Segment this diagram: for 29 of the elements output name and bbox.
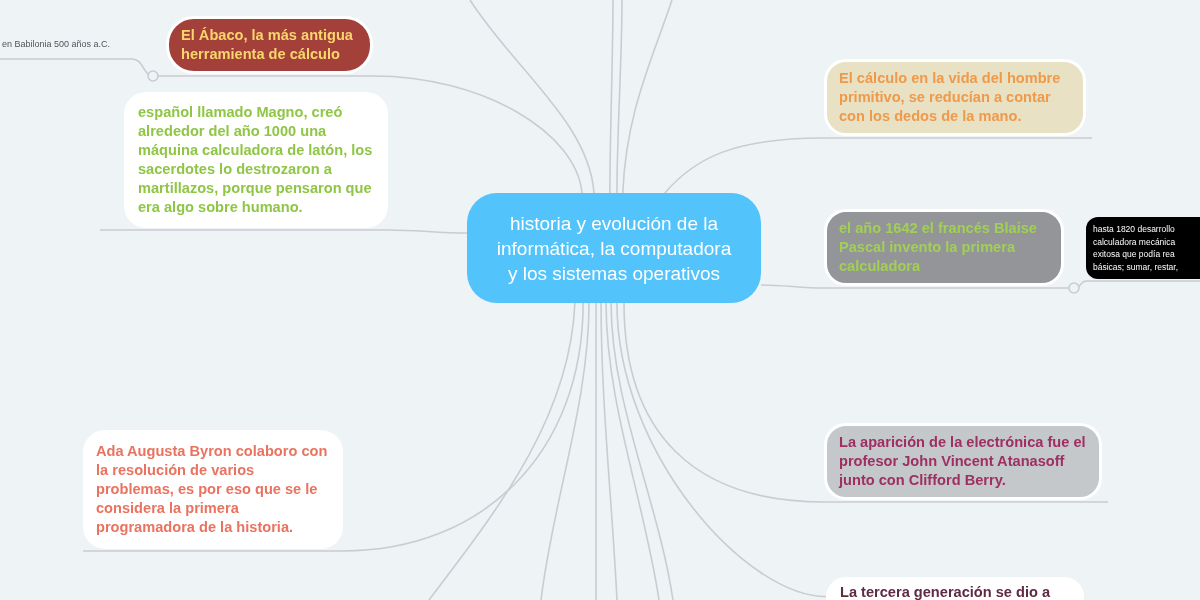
- connector-line: [664, 137, 825, 194]
- connector-line: [622, 0, 673, 194]
- central-topic: historia y evolución de la informática, la computadora y los sistemas operativos: [467, 193, 761, 303]
- connector-line: [342, 302, 584, 552]
- topic-card: el año 1642 el francés Blaise Pascal invento la primera calculadora: [824, 209, 1064, 286]
- topic-card: La aparición de la electrónica fue el profesor John Vincent Atanasoff junto con Clifford Berry.: [824, 423, 1102, 500]
- connector-line: [616, 302, 827, 598]
- connector-line: [760, 284, 825, 289]
- topic-card: El Ábaco, la más antigua herramienta de cálculo: [166, 16, 373, 74]
- connector-line: [540, 302, 590, 600]
- connector-line: [600, 302, 618, 600]
- connector-line: [428, 302, 576, 600]
- connector-line: [605, 302, 660, 600]
- connector-line: [609, 0, 614, 194]
- connector-line: [131, 58, 167, 77]
- topic-card: español llamado Magno, creó alrededor del año 1000 una máquina calculadora de latón, los sacerdotes lo destrozaron a martillazos, porque pensaron que era algo sobre humano.: [124, 92, 388, 228]
- connector-line: [616, 0, 623, 194]
- topic-label: en Babilonia 500 años a.C.: [0, 38, 132, 59]
- topic-card: hasta 1820 desarrollo calculadora mecánica exitosa que podía rea básicas; sumar, restar,: [1086, 217, 1200, 279]
- topic-card: La tercera generación se dio a: [826, 577, 1084, 600]
- connector-line: [623, 302, 825, 503]
- connector-line: [387, 229, 468, 234]
- topic-card: Ada Augusta Byron colaboro con la resolución de varios problemas, es por eso que se le considera la primera programadora de la historia.: [83, 430, 343, 549]
- connector-line: [372, 75, 583, 194]
- connector-line: [1063, 280, 1087, 289]
- connector-line: [610, 302, 674, 600]
- connector-line: [595, 302, 597, 600]
- connector-line: [469, 0, 595, 194]
- topic-card: El cálculo en la vida del hombre primitivo, se reducían a contar con los dedos de la mano.: [824, 59, 1086, 136]
